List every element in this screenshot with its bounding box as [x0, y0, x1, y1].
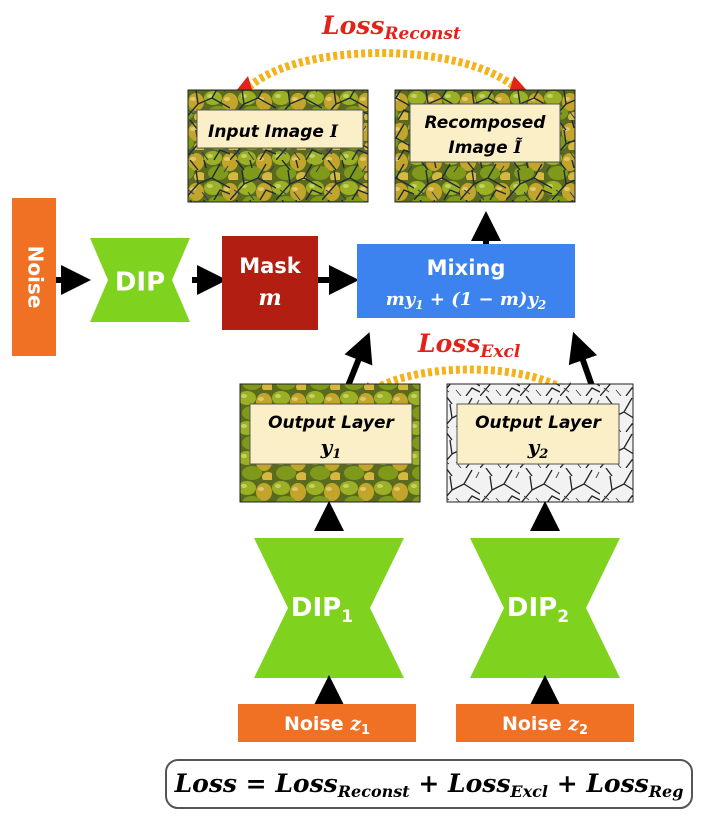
arrow-layer1-to-mixing: [344, 332, 373, 388]
dip2-label: DIP2: [507, 593, 569, 627]
noise-main-label: Noise: [24, 246, 48, 309]
noise-z2-block: Noise z2: [456, 704, 634, 742]
mask-block: Mask m: [222, 236, 318, 330]
output-layer-1-symbol: y1: [320, 435, 342, 462]
loss-reconst-label: LossReconst: [321, 11, 461, 44]
total-loss-equation: Loss = LossReconst + LossExcl + LossReg: [165, 759, 693, 809]
mixing-title: Mixing: [427, 256, 506, 280]
output-layer-2-title: Output Layer: [475, 413, 602, 433]
input-image-caption-box: [196, 109, 364, 149]
recomposed-caption-line1: Recomposed: [425, 113, 547, 133]
dip-main-label: DIP: [115, 268, 165, 298]
output-layer-1-title: Output Layer: [268, 413, 395, 433]
total-loss-box: [165, 759, 693, 809]
mixing-block: Mixing my1 + (1 − m)y2: [357, 244, 575, 318]
mask-title: Mask: [239, 254, 302, 278]
noise-z1-label: Noise z1: [284, 713, 370, 738]
dip1-label: DIP1: [291, 593, 353, 627]
noise-main-block: Noise: [12, 198, 56, 356]
output-layer-1-caption-box: [249, 403, 413, 465]
arrow-layer2-to-mixing: [568, 331, 598, 387]
noise-z1-block: Noise z1: [238, 704, 416, 742]
noise-z2-label: Noise z2: [502, 713, 588, 738]
dip2-block: DIP2: [470, 538, 620, 678]
output-layer-2-panel: Output Layer y2: [446, 383, 634, 503]
dip1-block: DIP1: [254, 538, 404, 678]
mixing-formula: my1 + (1 − m)y2: [386, 289, 547, 312]
output-layer-2-caption-box: [456, 403, 620, 465]
loss-excl-label: LossExcl: [417, 329, 521, 362]
dip-main-block: DIP: [90, 238, 190, 322]
total-loss-text: Loss = LossReconst + LossExcl + LossReg: [174, 769, 684, 801]
loss-reconst-arrow: [241, 49, 523, 95]
output-layer-2-symbol: y2: [527, 435, 549, 462]
mask-symbol: m: [258, 285, 281, 311]
output-layer-1-panel: Output Layer y1: [239, 383, 421, 503]
recomposed-caption-box: [409, 103, 561, 163]
